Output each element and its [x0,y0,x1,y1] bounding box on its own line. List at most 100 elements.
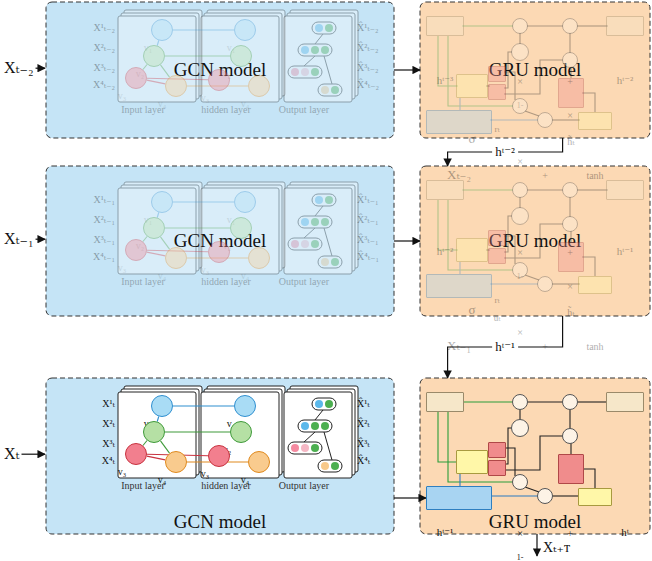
graph-vertex: v₁ [234,191,256,213]
gru-model-box: GRU modelhᵗ⁻¹hᵗσrₜuₜh̃ₜXₜtanh×+1-××+ [420,378,650,534]
layer-panel: Output layer [284,392,352,478]
graph-vertex: v₂ [230,421,252,443]
gate-box: uₜ [488,84,506,100]
gcn-model-box: GCN modelInput layerv₁v₂v₃v₄hidden layer… [46,378,394,534]
node-label: + [563,247,577,259]
layer-caption: Input layer [104,104,182,116]
node-label: 1- [512,553,528,561]
layer-panel: Output layer [284,16,352,102]
gru-model-box: GRU modelhᵗ⁻²hᵗ⁻¹σrₜuₜh̃ₜXₜ₋₁tanh×+1-××+ [420,166,650,316]
feature-label: X̂¹ₜ [357,398,370,410]
graph-vertex: v₄ [248,451,270,473]
node-label: σ [457,303,487,318]
feature-label: X¹ₜ₋₂ [94,22,115,34]
model-title: GRU model [420,59,650,81]
layer-caption: Output layer [270,480,338,492]
layer-caption: Input layer [104,276,182,288]
layer-stack [284,386,358,478]
graph-edge [173,405,234,406]
graph-vertex: v₂ [230,217,252,239]
operator-circle: + [537,276,553,292]
model-frame [46,378,394,534]
feature-label: X̂³ₜ₋₁ [357,234,378,246]
feature-label: X²ₜ₋₁ [94,214,115,226]
graph-vertex: v₂ [230,45,252,67]
graph-vertex: v₂ [143,45,165,67]
flow-arrow [394,240,420,241]
hidden-state-box: hᵗ⁻² [426,180,464,200]
graph-vertex: v₄ [248,247,270,269]
graph-edge [161,237,170,249]
layer-stack [284,182,358,274]
node-label: × [563,110,577,122]
node-label: × [513,528,527,540]
flow-arrow [394,69,420,70]
graph-vertex: v₁ [234,395,256,417]
sigmoid-box: σ [456,450,488,474]
feature-label: X̂²ₜ₋₁ [357,214,378,226]
graph-vertex: v₁ [151,191,173,213]
graph-vertex: v₂ [143,217,165,239]
output-arrow [536,534,537,556]
graph-vertex: v₂ [143,421,165,443]
operator-circle: + [562,394,578,410]
feature-label: X³ₜ [102,438,115,450]
operator-circle: × [512,262,528,278]
graph-vertex: v₃ [125,443,147,465]
input-arrow [36,68,45,69]
feature-label: X⁴ₜ₋₁ [93,251,115,263]
node-label: v₄ [235,270,255,282]
node-label: h̃ₜ [559,307,583,319]
operator-circle: 1- [511,419,529,437]
feature-label: X⁴ₜ₋₂ [93,79,115,91]
time-step-input: Xₜ₋₂ [4,59,34,77]
node-label: + [538,170,552,182]
feature-label: X̂²ₜ [357,418,370,430]
gcn-model-box: GCN modelInput layerv₁v₂v₃v₄hidden layer… [46,2,394,138]
feature-label: X̂²ₜ₋₂ [357,42,378,54]
input-arrow [22,454,46,455]
gate-box: uₜ [488,460,506,476]
layer-panel: hidden layerv₁v₂v₃v₄ [201,188,279,274]
time-step-input: Xₜ [4,445,20,463]
model-title: GRU model [420,230,650,252]
node-label: v₄ [235,98,255,110]
operator-circle: 1- [511,207,529,225]
node-label: + [538,341,552,353]
node-label: v₃ [195,468,215,480]
gru-model-box: GRU modelhᵗ⁻³hᵗ⁻²σrₜuₜh̃ₜXₜ₋₂tanh×+1-××+ [420,2,650,138]
feature-label: X̂¹ₜ₋₁ [357,194,378,206]
layer-caption: Output layer [270,276,338,288]
hidden-state-box: hᵗ [606,392,644,412]
layer-caption: hidden layer [187,104,265,116]
gcn-model-box: GCN modelInput layerv₁v₂v₃v₄hidden layer… [46,166,394,316]
operator-circle: × [512,474,528,490]
sigmoid-box: σ [456,74,488,98]
operator-circle: × [562,216,578,232]
node-label: × [563,281,577,293]
operator-circle: 1- [511,43,529,61]
layer-caption: Output layer [270,104,338,116]
graph-vertex: v₃ [125,67,147,89]
layer-panel: Input layerv₁v₂v₃v₄ [118,392,196,478]
flow-arrow [448,138,563,166]
tanh-box: tanh [578,276,612,294]
operator-circle: + [562,18,578,34]
feature-label: X²ₜ₋₂ [94,42,115,54]
operator-circle: × [512,18,528,34]
model-frame [46,166,394,316]
operator-circle: × [562,52,578,68]
model-frame [420,378,650,534]
node-label: v₃ [195,92,215,104]
model-frame [420,166,650,316]
graph-vertex: v₄ [165,451,187,473]
node-label: v₃ [112,262,132,274]
feature-label: X̂⁴ₜ₋₁ [357,251,379,263]
node-label: v₄ [152,270,172,282]
tanh-box: tanh [578,112,612,130]
gate-box: rₜ [488,66,506,82]
node-label: v₄ [152,474,172,486]
layer-panel: Output layer [284,188,352,274]
graph-vertex: v₁ [234,19,256,41]
